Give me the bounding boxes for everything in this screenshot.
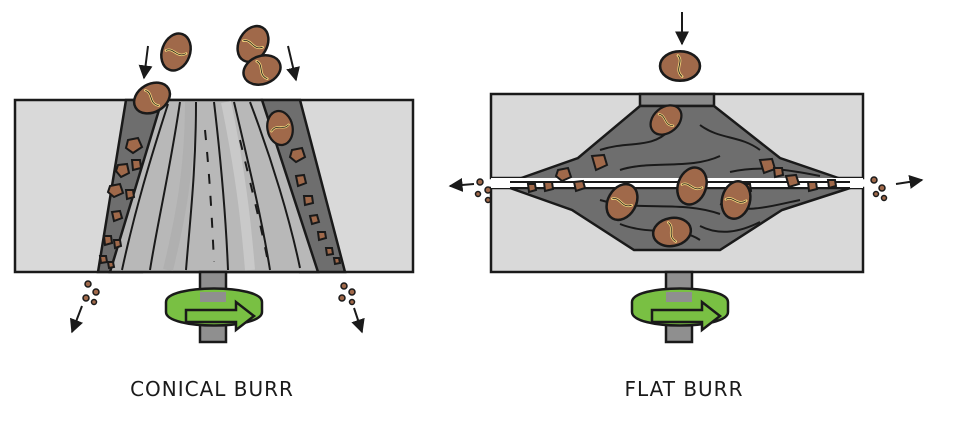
coffee-grounds-icon — [82, 280, 356, 306]
flow-arrow-icon — [448, 177, 475, 192]
flow-arrow-icon — [351, 307, 365, 334]
flow-arrow-icon — [138, 45, 153, 80]
coffee-bean-icon — [658, 49, 702, 83]
coffee-grounds-icon — [526, 153, 838, 195]
coffee-grounds-icon — [98, 136, 144, 270]
flat-burr-label: FLAT BURR — [625, 377, 744, 401]
conical-grooves — [121, 101, 301, 271]
coffee-bean-icon — [155, 28, 197, 76]
conical-inner-burr — [108, 98, 320, 274]
rotation-arrow-icon — [630, 287, 730, 333]
flow-arrow-icon — [69, 305, 84, 334]
coffee-grounds-icon — [288, 146, 342, 266]
conical-burr-label: CONICAL BURR — [130, 377, 294, 401]
flat-burr-panel: FLAT BURR — [448, 12, 924, 401]
rotation-arrow-icon — [164, 287, 264, 333]
conical-burr-panel: CONICAL BURR — [13, 19, 415, 401]
flow-arrow-icon — [286, 45, 300, 82]
flow-arrow-icon — [895, 174, 924, 189]
coffee-grounds-icon — [474, 176, 888, 204]
